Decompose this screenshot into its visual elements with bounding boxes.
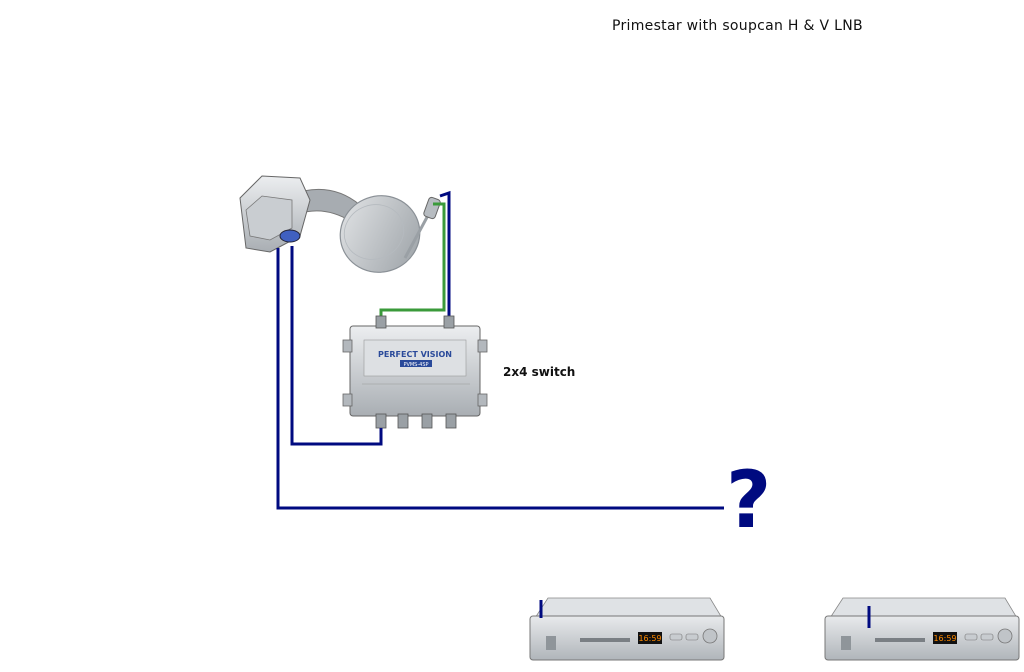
- receiver-1-display: 16:59: [638, 634, 661, 643]
- coax-lnb-to-switch-left: [379, 202, 446, 324]
- diagram-title: Primestar with soupcan H & V LNB: [612, 18, 863, 34]
- unknown-marker: ?: [726, 456, 772, 546]
- coax-lnb-to-switch-right: [439, 190, 451, 324]
- coax-lnb-to-switch-output: [290, 246, 383, 446]
- satellite-dish-icon: [239, 175, 434, 273]
- coax-lnb-to-unknown: [276, 248, 724, 510]
- switch-brand-label: PERFECT VISION: [378, 350, 452, 359]
- receiver-2-display: 16:59: [933, 634, 956, 643]
- switch-model-label: PVMS-4SP: [403, 362, 428, 368]
- switch-label: 2x4 switch: [503, 365, 576, 379]
- lnb-icon: [423, 196, 441, 220]
- multiswitch-icon: PERFECT VISION PVMS-4SP: [342, 315, 488, 429]
- receiver-icon: 16:59: [529, 597, 725, 661]
- receiver-icon: 16:59: [824, 597, 1020, 661]
